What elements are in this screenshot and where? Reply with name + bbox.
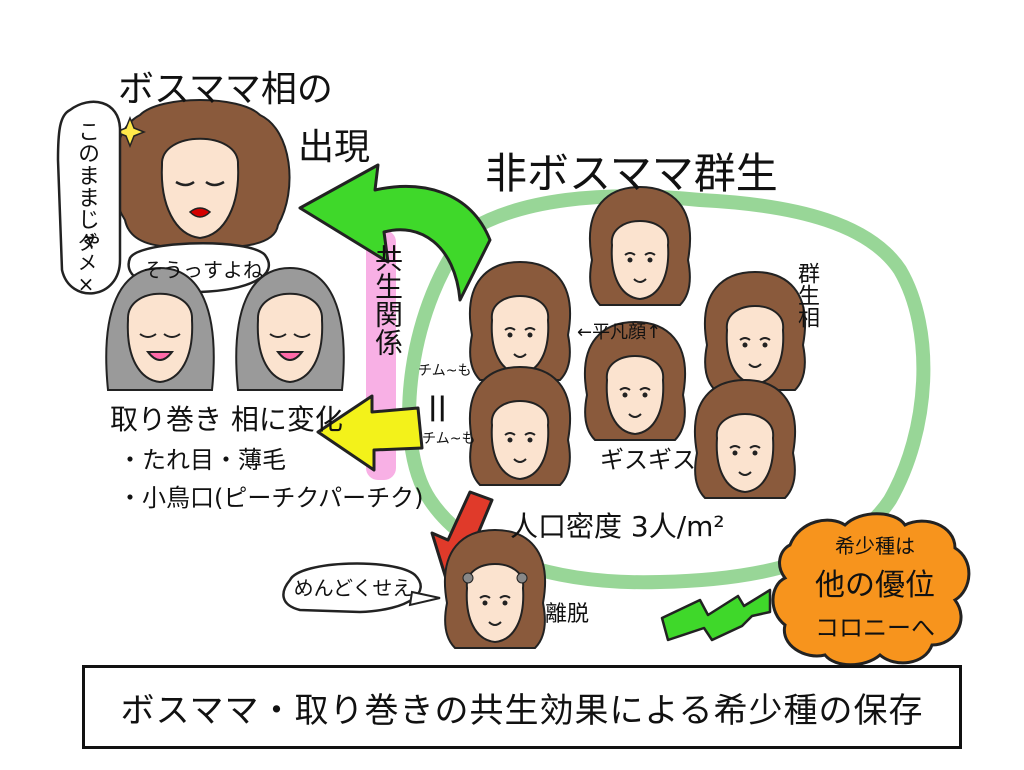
boss-speech-text: このままじゃ <box>74 120 99 252</box>
non-boss-group-title: 非ボスママ群生 <box>485 149 778 198</box>
boss-speech-bubble <box>56 100 122 295</box>
caption-text: ボスママ・取り巻きの共生効果による希少種の保存 <box>120 690 924 731</box>
spiky-label: ギスギス <box>600 446 696 474</box>
marker-label: || <box>428 392 447 422</box>
colony-label: コロニーへ <box>815 614 935 642</box>
sparkle-icon <box>113 115 147 149</box>
dominance-label: 他の優位 <box>815 568 935 603</box>
leave-label: 離脱 <box>545 602 590 627</box>
symbiosis-label: 共生関係 <box>371 244 404 356</box>
rare-species-label: 希少種は <box>835 534 915 558</box>
crowd-face-5 <box>468 366 572 486</box>
small-talk-label-1: チム~も <box>418 363 472 379</box>
leaver-speech-text: めんどくせえ <box>293 576 413 600</box>
boss-speech-text-2: ダメ× <box>74 232 98 296</box>
boss-mama-face <box>112 99 291 248</box>
appearance-title: 出現 <box>298 127 371 168</box>
crowd-face-1 <box>588 186 692 306</box>
density-label: 人口密度 3人/m² <box>510 510 725 543</box>
green-arrow <box>298 163 492 302</box>
feature-bird-mouth: ・小鳥口(ピーチクパーチク) <box>118 484 424 512</box>
follower-face-2 <box>235 267 345 391</box>
follower-face-1 <box>105 267 215 391</box>
small-talk-label-2: チム~も <box>422 431 476 447</box>
gregarious-phase-label: 群生相 <box>794 262 819 328</box>
leaver-face <box>443 529 547 649</box>
followers-label: 取り巻き 相に変化 <box>110 403 343 436</box>
followers-speech-text: そうっすよね <box>143 258 263 282</box>
squiggle-arrow <box>660 588 772 642</box>
crowd-face-2 <box>468 261 572 381</box>
boss-phase-title: ボスママ相の <box>118 69 333 110</box>
plain-face-label: ←平凡顔↑ <box>577 322 662 343</box>
crowd-face-6 <box>693 379 797 499</box>
feature-droopy-eyes: ・たれ目・薄毛 <box>118 446 286 474</box>
group-ring <box>402 189 931 590</box>
caption-box: ボスママ・取り巻きの共生効果による希少種の保存 <box>82 665 962 749</box>
yellow-arrow <box>316 394 424 472</box>
rare-cloud <box>771 512 971 667</box>
